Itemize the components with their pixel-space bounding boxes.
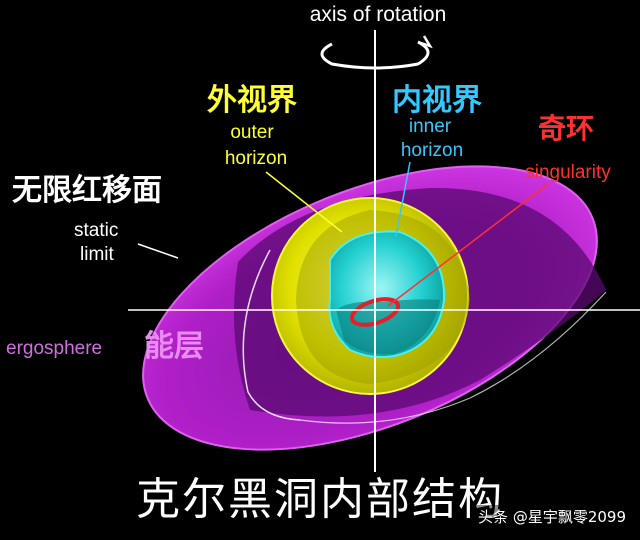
ergosphere-label-cn: 能层 [144, 329, 204, 364]
outer-horizon-label-cn: 外视界 [207, 83, 297, 118]
static-limit-label-en-2: limit [80, 244, 114, 265]
inner-horizon-leader [395, 161, 411, 237]
singularity-label-cn: 奇环 [538, 112, 594, 145]
inner-horizon-shape [328, 230, 446, 359]
axis-title: axis of rotation [310, 3, 447, 26]
static-limit-label-cn: 无限红移面 [12, 173, 162, 208]
static-limit-leader [137, 243, 179, 259]
static-limit-label-en-1: static [74, 220, 118, 241]
ergosphere-label-en: ergosphere [6, 338, 102, 359]
diagram-caption: 克尔黑洞内部结构 [136, 474, 504, 525]
singularity-leader [387, 183, 549, 307]
singularity-label-en: singularity [525, 162, 611, 183]
inner-horizon-label-en-2: horizon [401, 140, 463, 161]
rotation-arrow-icon [320, 35, 433, 70]
outer-horizon-label-en-2: horizon [225, 148, 287, 169]
outer-horizon-leader [265, 171, 343, 233]
singularity-ring [349, 297, 401, 327]
outer-horizon-label-en-1: outer [230, 122, 274, 143]
inner-horizon-label-en-1: inner [409, 116, 452, 137]
watermark: 头条 @星宇飘零2099 [474, 505, 630, 528]
inner-horizon-label-cn: 内视界 [392, 83, 482, 118]
